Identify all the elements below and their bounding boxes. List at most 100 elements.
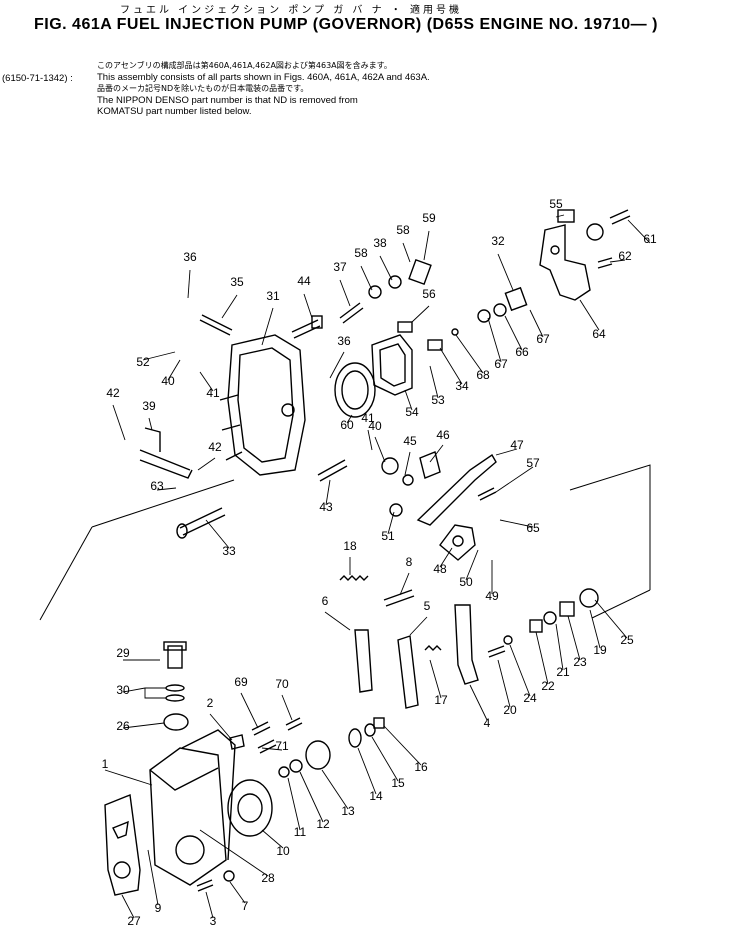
note-line: This assembly consists of all parts show… <box>97 71 430 83</box>
callout-number: 42 <box>208 440 222 454</box>
callout-number: 43 <box>319 500 333 514</box>
spring-seat <box>559 601 575 617</box>
callout-number: 7 <box>242 899 249 913</box>
bolt <box>487 645 506 658</box>
plug-head <box>163 641 187 651</box>
callout-number: 8 <box>406 555 413 569</box>
callout-number: 63 <box>150 479 164 493</box>
lever-hub <box>419 451 441 479</box>
washer <box>402 474 414 486</box>
bolt <box>196 879 214 892</box>
cap <box>163 713 189 731</box>
callout-number: 59 <box>422 211 436 225</box>
callout-number: 68 <box>476 368 490 382</box>
callout-number: 1 <box>102 757 109 771</box>
long-bolt <box>179 507 226 536</box>
callout-number: 6 <box>322 594 329 608</box>
stopper-bolt <box>477 487 497 501</box>
screw <box>285 717 303 731</box>
stud <box>597 257 613 269</box>
leader-lines <box>104 214 651 919</box>
callout-number: 61 <box>643 232 657 246</box>
callout-number: 69 <box>234 675 248 689</box>
shaft-lever-arm <box>144 427 161 452</box>
washer <box>364 723 376 737</box>
washer <box>388 275 402 289</box>
assembly-notes: このアセンブリの構成部品は第460A,461A,462A図および第463A図を含… <box>97 60 430 118</box>
callout-labels: 1234567891011121314151617181920212223242… <box>102 197 657 928</box>
tension-lever <box>454 604 479 685</box>
spring <box>424 645 442 651</box>
spring <box>339 575 369 581</box>
washer <box>477 309 491 323</box>
callout-number: 12 <box>316 817 330 831</box>
callout-number: 29 <box>116 646 130 660</box>
callout-number: 55 <box>549 197 563 211</box>
callout-number: 67 <box>494 357 508 371</box>
plate <box>439 524 476 561</box>
oil-seal <box>334 362 376 418</box>
washer <box>278 766 290 778</box>
callout-number: 52 <box>136 355 150 369</box>
note-line: The NIPPON DENSO part number is that ND … <box>97 94 358 106</box>
sleeve <box>305 740 331 770</box>
note-line: このアセンブリの構成部品は第460A,461A,462A図および第463A図を含… <box>97 61 392 70</box>
callout-number: 35 <box>230 275 244 289</box>
cover-gasket <box>371 334 413 396</box>
bearing <box>289 759 303 773</box>
snap-ring <box>348 728 362 748</box>
bracket <box>539 224 591 301</box>
figure-title: FIG. 461A FUEL INJECTION PUMP (GOVERNOR)… <box>34 16 658 33</box>
callout-number: 50 <box>459 575 473 589</box>
housing-gasket <box>181 729 236 861</box>
shim <box>373 717 385 729</box>
callout-number: 49 <box>485 589 499 603</box>
assembly-part-number: (6150-71-1342) : <box>2 73 73 84</box>
washer <box>493 303 507 317</box>
floating-lever <box>397 635 419 709</box>
flyweight-assembly <box>227 779 273 837</box>
callout-number: 46 <box>436 428 450 442</box>
callout-number: 32 <box>491 234 505 248</box>
callout-number: 15 <box>391 776 405 790</box>
nut <box>579 588 599 608</box>
callout-number: 58 <box>354 246 368 260</box>
bolt-head <box>176 523 188 539</box>
callout-number: 20 <box>503 703 517 717</box>
gasket-cutout <box>112 820 129 839</box>
flyweight-hub <box>237 793 263 823</box>
callout-number: 33 <box>222 544 236 558</box>
callout-number: 37 <box>333 260 347 274</box>
callout-number: 45 <box>403 434 417 448</box>
callout-number: 38 <box>373 236 387 250</box>
callout-number: 60 <box>340 418 354 432</box>
callout-number: 27 <box>127 914 141 928</box>
phantom-lines <box>39 464 651 621</box>
callout-number: 18 <box>343 539 357 553</box>
note-line: 品番のメーカ記号NDを除いたものが日本電装の品番です。 <box>97 84 309 93</box>
callout-number: 40 <box>161 374 175 388</box>
sleeve <box>427 339 443 351</box>
adjusting-screw <box>339 302 364 324</box>
callout-number: 22 <box>541 679 555 693</box>
callout-number: 39 <box>142 399 156 413</box>
callout-number: 36 <box>337 334 351 348</box>
governor-housing <box>149 747 227 886</box>
control-lever <box>416 453 497 526</box>
callout-number: 36 <box>183 250 197 264</box>
clip <box>229 734 245 750</box>
callout-number: 65 <box>526 521 540 535</box>
callout-number: 16 <box>414 760 428 774</box>
callout-number: 41 <box>361 411 375 425</box>
callout-number: 64 <box>592 327 606 341</box>
callout-number: 67 <box>536 332 550 346</box>
oil-seal-inner <box>341 370 369 410</box>
callout-number: 10 <box>276 844 290 858</box>
cap-nut <box>408 258 432 286</box>
japanese-title: フュエル インジェクション ポンプ ガ バ ナ ・ 適用号機 <box>120 5 462 16</box>
callout-number: 58 <box>396 223 410 237</box>
callout-number: 71 <box>275 739 289 753</box>
callout-number: 62 <box>618 249 632 263</box>
nut <box>223 870 235 882</box>
callout-number: 31 <box>266 289 280 303</box>
